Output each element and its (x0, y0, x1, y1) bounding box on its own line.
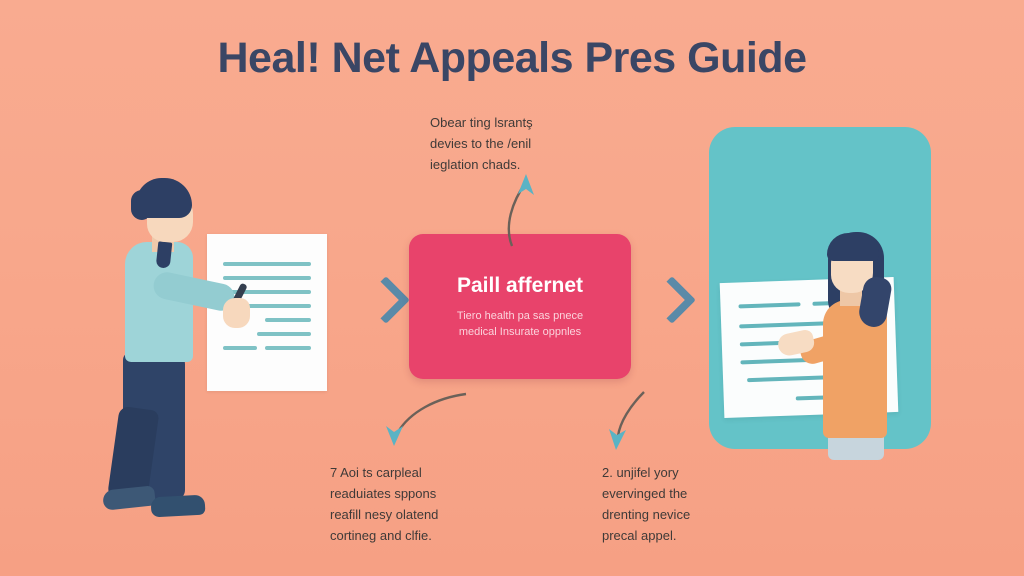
bottom-right-annotation-line2: evervinged the (602, 486, 688, 501)
left-scene (95, 170, 350, 535)
top-annotation-line2: devies to the /enil (430, 136, 532, 151)
bottom-left-annotation: 7 Aoi ts carpleal readuiates sppons reaf… (330, 462, 495, 546)
man-hand (223, 298, 250, 328)
document-text-line (265, 318, 311, 322)
center-card-subtitle-line2: medical Insurate oppnles (458, 325, 582, 338)
document-text-line (223, 262, 311, 266)
bottom-right-annotation-line1: 2. unjifel yory (602, 465, 679, 480)
top-annotation-line1: Obear ting lsrantş (430, 115, 533, 130)
bottom-left-annotation-line4: cortineg and clfie. (330, 528, 432, 543)
top-annotation-line3: ieglation chads. (430, 157, 521, 172)
man-hair (136, 178, 192, 218)
document-text-line (257, 332, 311, 336)
top-annotation: Obear ting lsrantş devies to the /enil i… (430, 112, 620, 175)
bottom-right-annotation-line3: drenting nevice (602, 507, 691, 522)
bottom-left-annotation-line3: reafill nesy olatend (330, 507, 439, 522)
bottom-left-annotation-line2: readuiates sppons (330, 486, 437, 501)
man-shoe (150, 494, 206, 518)
document-text-line (223, 304, 311, 308)
document-text-line (223, 290, 311, 294)
document-text-line (738, 302, 801, 309)
document-text-line (223, 276, 311, 280)
man-shoe (102, 485, 156, 511)
page-title: Heal! Net Appeals Pres Guide (217, 34, 808, 82)
bottom-left-annotation-line1: 7 Aoi ts carpleal (330, 465, 422, 480)
center-card-subtitle-line1: Tiero health pa sas pnece (456, 309, 584, 322)
bottom-right-annotation-line4: precal appel. (602, 528, 677, 543)
document-text-line (223, 346, 257, 350)
center-card[interactable]: Paill affernet Tiero health pa sas pnece… (409, 234, 631, 379)
woman-hair (827, 233, 879, 261)
center-card-title: Paill affernet (456, 273, 584, 297)
document-text-line (265, 346, 311, 350)
bottom-right-annotation: 2. unjifel yory evervinged the drenting … (602, 462, 767, 546)
